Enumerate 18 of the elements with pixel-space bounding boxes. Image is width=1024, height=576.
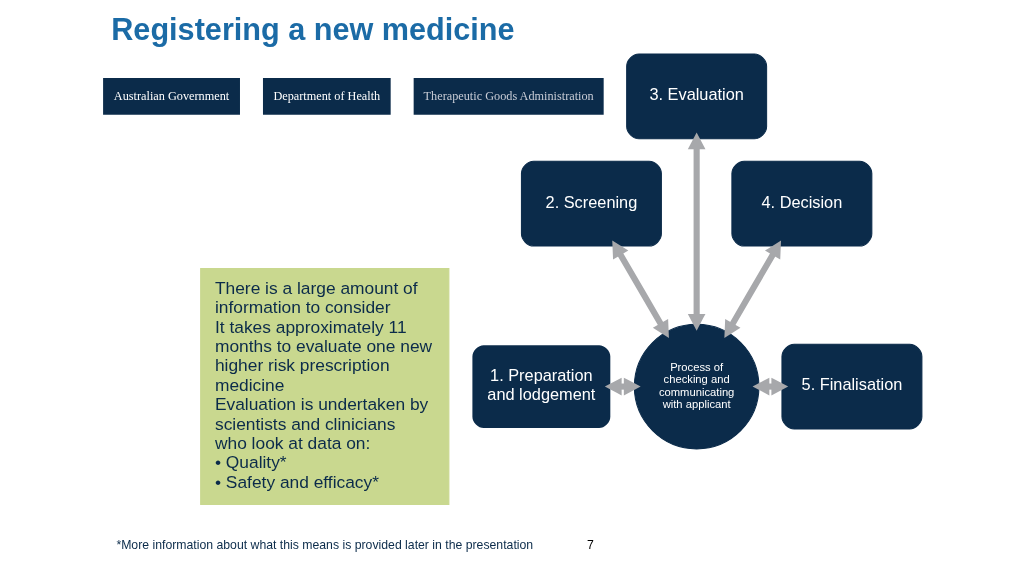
label: Department of Health	[272, 88, 380, 103]
arrow	[752, 377, 788, 396]
node-box: 2. Screening	[520, 160, 662, 247]
arrow	[611, 240, 669, 338]
label: 7	[586, 537, 594, 552]
node-box: There is a large amount of information to consider It takes approximately 11 months to evaluate one new higher risk prescription medicine Evaluation is undertaken by scientists and clinicians who look at data on: • Quality* • Safety and efficacy*	[199, 268, 449, 506]
arrow	[687, 132, 705, 331]
node-circle: Process of checking and communicating with applicant	[633, 323, 759, 450]
arrow	[723, 240, 781, 338]
node-box: 3. Evaluation	[625, 53, 767, 140]
arrow	[604, 377, 641, 396]
label: *More information about what this means is provided later in the presentation	[115, 537, 533, 552]
label: Therapeutic Goods Administration	[423, 88, 594, 103]
label: Australian Government	[113, 88, 229, 103]
node-box: 5. Finalisation	[780, 343, 922, 430]
node-box: 4. Decision	[730, 160, 872, 247]
diagram-title: Registering a new medicine	[110, 11, 515, 46]
node-box: 1. Preparation and lodgement	[469, 343, 612, 430]
